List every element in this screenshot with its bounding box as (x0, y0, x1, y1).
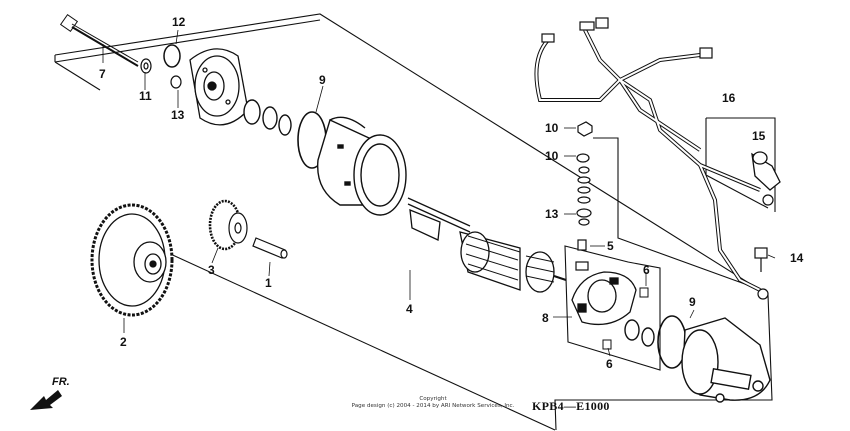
callout-3: 3 (208, 263, 215, 277)
callout-16: 16 (722, 91, 736, 105)
callout-12: 12 (172, 15, 186, 29)
frame-outline (54, 13, 773, 431)
callout-10a: 10 (545, 121, 559, 135)
callout-5: 5 (607, 239, 614, 253)
terminal-boot (751, 151, 781, 191)
cable-terminals (541, 17, 774, 300)
cover-washers (243, 99, 292, 136)
callout-7: 7 (99, 67, 106, 81)
motor-case (316, 116, 407, 216)
callout-9b: 9 (689, 295, 696, 309)
callout-14: 14 (790, 251, 804, 265)
callout-6a: 6 (643, 263, 650, 277)
direction-label: FR. (52, 376, 70, 388)
brush-frame (564, 245, 661, 371)
leader-box (593, 137, 768, 293)
copyright-line-2: Page design (c) 2004 - 2014 by ARI Netwo… (351, 402, 515, 409)
diagram-code: KPB4—E1000 (532, 399, 610, 413)
copyright-notice: Copyright Page design (c) 2004 - 2014 by… (338, 396, 528, 409)
rear-cover (681, 317, 771, 403)
armature (407, 197, 567, 293)
callout-6b: 6 (606, 357, 613, 371)
o-ring-12 (163, 44, 181, 68)
brush-spring-bottom (602, 339, 612, 350)
frame-left-diagonal (54, 61, 101, 91)
frame-bottom-diagonal (117, 229, 556, 431)
cable-harness-inner (535, 29, 761, 291)
terminal-stack (576, 121, 593, 226)
callout-13a: 13 (171, 108, 185, 122)
callout-1: 1 (265, 276, 272, 290)
leader-lines (102, 29, 776, 357)
front-cover (189, 48, 249, 126)
callout-4: 4 (406, 302, 413, 316)
reduction-gear (90, 203, 174, 317)
copyright-line-1: Copyright (419, 396, 447, 402)
washer-11 (140, 58, 152, 74)
through-bolt (59, 13, 139, 67)
callout-8: 8 (542, 311, 549, 325)
callout-9a: 9 (319, 73, 326, 87)
terminal-bolt-5 (575, 239, 589, 271)
washer-13-left (170, 75, 182, 89)
callout-15: 15 (752, 129, 766, 143)
cable-harness (534, 29, 761, 292)
callout-13b: 13 (545, 207, 559, 221)
brush-spring-top (639, 287, 649, 298)
callout-2: 2 (120, 335, 127, 349)
fr-arrow-icon (30, 390, 62, 410)
callout-11: 11 (139, 89, 152, 103)
callout-10b: 10 (545, 149, 559, 163)
rear-washers (624, 319, 655, 347)
callouts: 7 12 11 13 9 2 3 1 4 10 10 13 5 6 8 6 9 … (99, 15, 804, 371)
bolt-14 (754, 247, 768, 272)
brush-holder (571, 271, 637, 326)
starter-pinion (208, 199, 248, 251)
pinion-shaft (252, 237, 288, 259)
